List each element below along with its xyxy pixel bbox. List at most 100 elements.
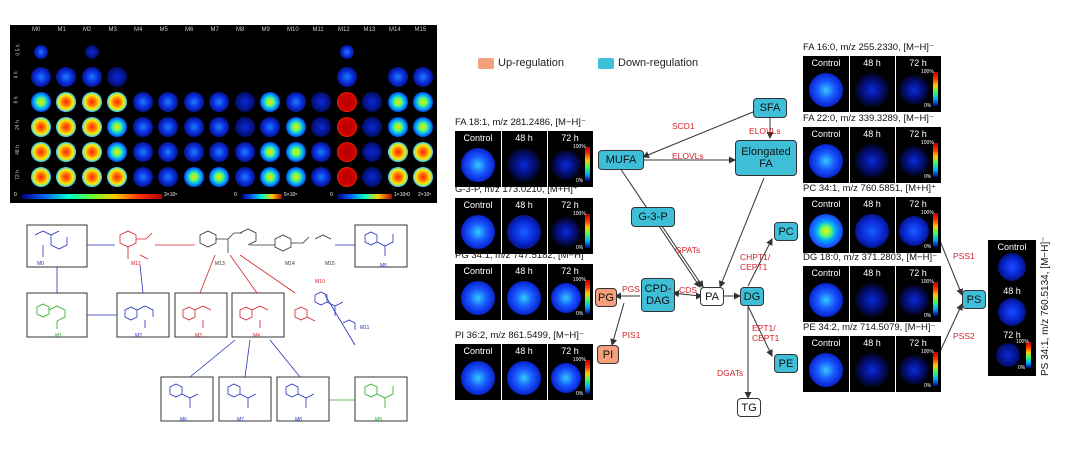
panel-g3p-col-h72: 72 h [561,200,579,210]
msi-col-m9: M9 [261,27,270,33]
panel-pi-blob-h72 [551,363,581,393]
panel-pe-blob-control [809,353,843,387]
msi-cell-blob [260,91,281,112]
node-g3p: G-3-P [631,207,675,227]
msi-cell-blob [30,66,51,87]
structure-label-m7: M7 [237,417,244,423]
msi-cell-blob [285,141,306,162]
panel-fa181-scale-min: 0% [576,178,584,184]
panel-fa220-blob-control [809,144,843,178]
msi-cell-blob [413,166,434,187]
msi-cell-blob [387,116,408,137]
msi-cell-blob [183,141,204,162]
msi-cell-blob [413,66,434,87]
msi-cell-blob [209,141,230,162]
panel-pc-col-h72: 72 h [909,199,927,209]
panel-g3p-blob-h48 [507,215,541,249]
panel-fa220-title: FA 22:0, m/z 339.3289, [M−H]⁻ [803,113,934,124]
panel-fa160-scale-min: 0% [924,103,932,109]
msi-cell-blob [311,141,332,162]
msi-cell-blob [30,166,51,187]
panel-pg-title: PG 34:1, m/z 747.5182, [M−H]⁻ [455,250,589,261]
panel-g3p-scale-max: 100% [573,211,586,217]
panel-divider [547,131,548,187]
panel-fa181-title: FA 18:1, m/z 281.2486, [M−H]⁻ [455,117,586,128]
node-pa: PA [700,287,724,306]
panel-pi-scale-max: 100% [573,357,586,363]
panel-divider [501,198,502,254]
msi-cell-blob [362,91,383,112]
msi-cell-blob [339,44,354,59]
node-ps: PS [962,290,986,309]
msi-cell-blob [107,66,128,87]
panel-pg-col-control: Control [463,266,493,276]
msi-row-label: 72 h [14,170,21,180]
node-pg: PG [595,288,617,307]
ps-48h-blob [998,298,1026,326]
panel-divider [849,56,850,112]
scale2-min: 0 [234,192,237,198]
panel-fa220-blob-h48 [855,144,889,178]
structure-label-m6: M6 [180,417,187,423]
msi-cell-blob [362,116,383,137]
panel-pc-scale-min: 0% [924,244,932,250]
panel-fa160-col-h48: 48 h [863,58,881,68]
msi-cell-blob [234,91,255,112]
panel-pg-blob-h48 [507,281,541,315]
msi-cell-blob [387,66,408,87]
panel-pc-title: PC 34:1, m/z 760.5851, [M+H]⁺ [803,183,937,194]
scale4-max: 2×10⁵ [418,192,432,198]
panel-pc-col-h48: 48 h [863,199,881,209]
panel-pi-col-h48: 48 h [515,346,533,356]
panel-fa160-col-h72: 72 h [909,58,927,68]
enzyme-pss1: PSS1 [953,251,975,261]
structure-label-m11: M11 [360,325,370,331]
panel-divider [501,264,502,320]
msi-cell-blob [158,91,179,112]
panel-pg-col-h48: 48 h [515,266,533,276]
panel-divider [895,266,896,322]
enzyme-pis1: PIS1 [622,330,641,340]
panel-dg-col-h72: 72 h [909,268,927,278]
legend-down-label: Down-regulation [618,57,699,69]
panel-pg-blob-h72 [551,283,581,313]
panel-pg-col-h72: 72 h [561,266,579,276]
panel-pc-blob-h72 [899,216,929,246]
panel-pc-scale-max: 100% [921,210,934,216]
panel-divider [547,198,548,254]
msi-col-m2: M2 [83,27,92,33]
msi-cell-blob [81,166,102,187]
panel-dg-scale-min: 0% [924,313,932,319]
structure-label-m5: M5 [380,263,387,269]
msi-cell-blob [81,91,102,112]
msi-col-m5: M5 [159,27,168,33]
panel-pe-scale-min: 0% [924,383,932,389]
panel-fa220-blob-h72 [899,146,929,176]
panel-fa181-col-h48: 48 h [515,133,533,143]
node-sfa: SFA [753,98,787,118]
msi-cell-blob [158,116,179,137]
structure-label-m2: M2 [135,333,142,339]
msi-cell-blob [81,116,102,137]
node-pc: PC [774,222,798,241]
scale3-min: 0 [330,192,333,198]
panel-fa220-col-h48: 48 h [863,129,881,139]
structure-label-m12: M12 [131,261,141,267]
msi-cell-blob [285,166,306,187]
msi-cell-blob [81,141,102,162]
panel-pe-title: PE 34:2, m/z 714.5079, [M−H]⁻ [803,322,936,333]
msi-col-m7: M7 [210,27,219,33]
panel-fa181-colorbar [585,147,590,181]
panel-fa160-scale-max: 100% [921,69,934,75]
panel-fa160-blob-h48 [855,73,889,107]
enzyme-cds: CDS [679,285,697,295]
panel-pe-col-control: Control [811,338,841,348]
panel-divider [501,131,502,187]
msi-cell-blob [260,116,281,137]
panel-dg-blob-h72 [899,285,929,315]
msi-col-m6: M6 [185,27,194,33]
structure-label-m0: M0 [37,261,44,267]
scale3-max: 1×10⁶ [394,192,408,198]
